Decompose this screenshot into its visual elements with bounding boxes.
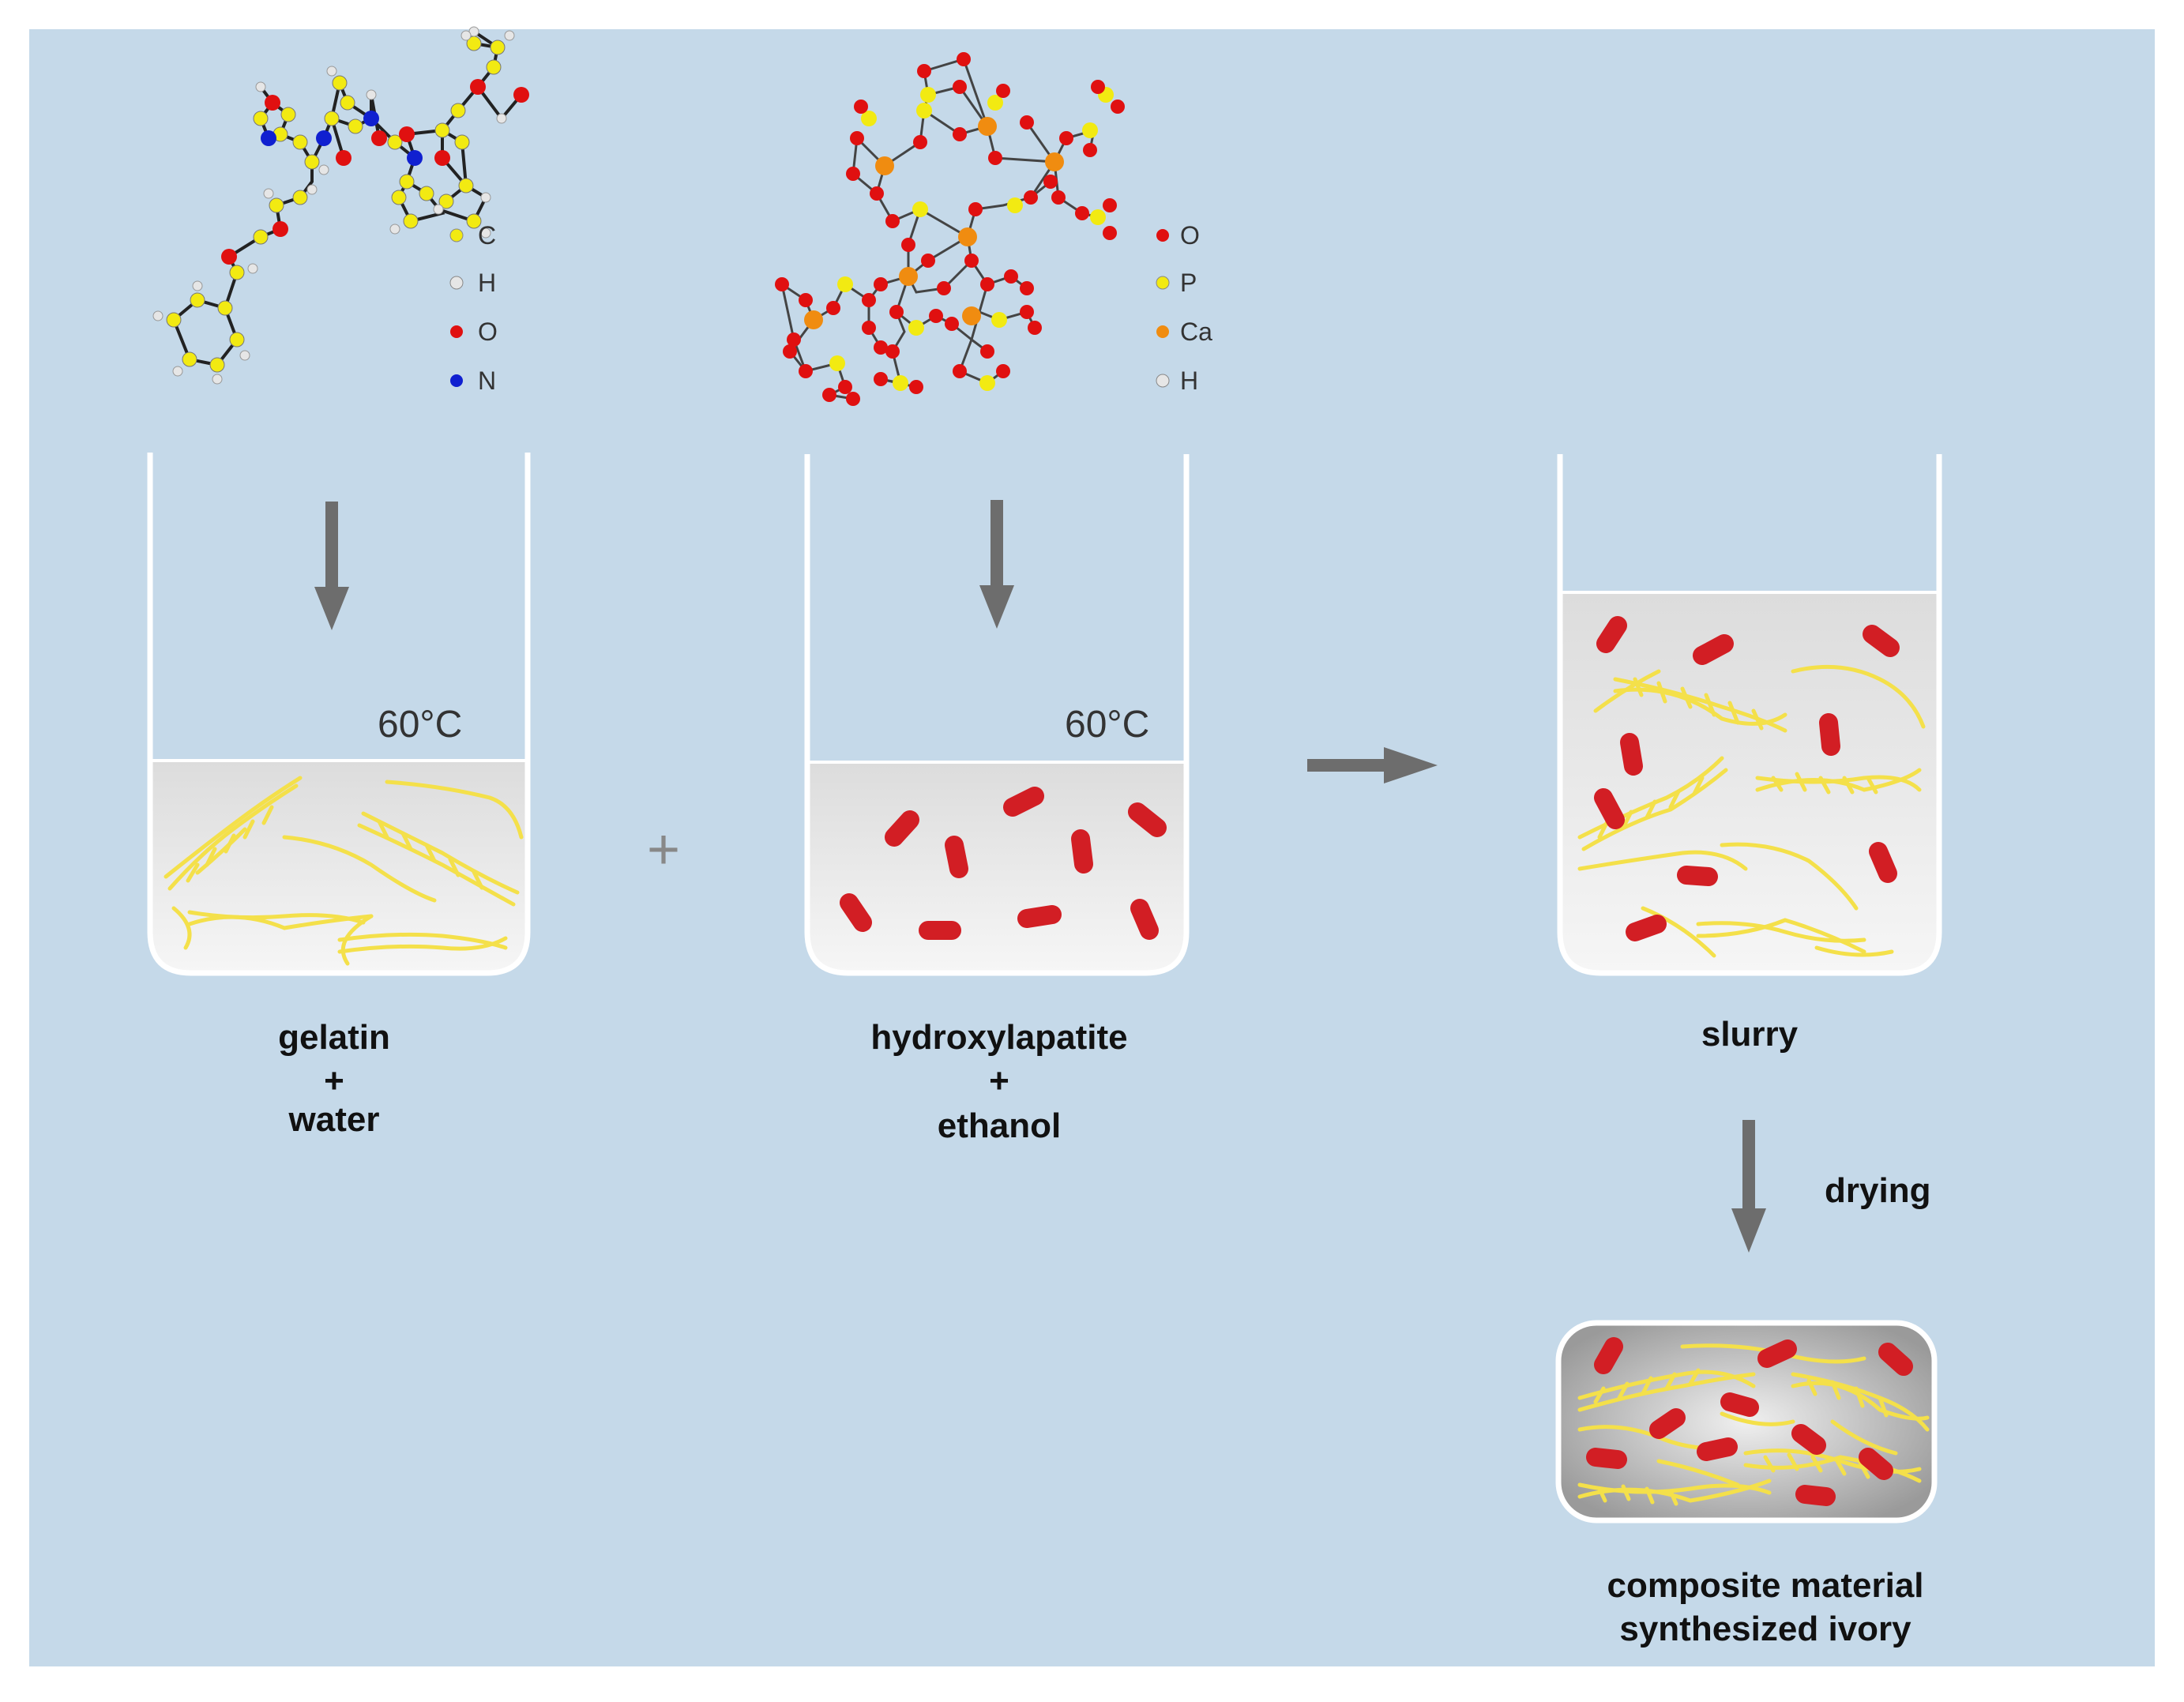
temperature-label: 60°C xyxy=(378,704,462,746)
hydroxylapatite-suspension xyxy=(807,762,1186,973)
legend-item-nitrogen: N xyxy=(450,366,496,395)
legend-item-carbon: C xyxy=(449,221,496,250)
legend-item-hydrogen: H xyxy=(449,269,496,297)
down-arrow-gelatin xyxy=(314,502,349,630)
gelatin-fibers xyxy=(164,776,524,966)
gelatin-label: gelatin xyxy=(278,1018,390,1057)
legend-label: C xyxy=(478,221,496,250)
phosphorus-atom-swatch xyxy=(1156,276,1170,290)
temperature-label: 60°C xyxy=(1065,704,1149,746)
legend-label: N xyxy=(478,366,496,395)
hydroxylapatite-particles xyxy=(1594,616,1900,941)
beaker-slurry xyxy=(1557,454,1942,976)
legend-label: O xyxy=(1180,221,1200,250)
beaker-gelatin xyxy=(147,453,531,976)
hydroxylapatite-particles xyxy=(1586,1337,1913,1506)
legend-item-phosphorus: P xyxy=(1156,269,1197,297)
legend-item-oxygen: O xyxy=(450,317,498,346)
right-arrow-mixing xyxy=(1307,747,1438,783)
legend-label: H xyxy=(478,269,496,297)
legend-item-oxygen: O xyxy=(1156,221,1200,250)
beaker-outline xyxy=(147,453,531,976)
legend-label: Ca xyxy=(1180,317,1212,346)
beaker-hydroxylapatite xyxy=(804,454,1190,976)
hydrogen-atom-swatch xyxy=(449,276,464,290)
oxygen-atom-swatch xyxy=(450,325,463,338)
down-arrow-hydroxylapatite xyxy=(979,500,1014,629)
gelatin-fibers xyxy=(1577,664,1926,958)
carbon-atom-swatch xyxy=(449,228,464,242)
down-arrow-drying xyxy=(1731,1120,1766,1253)
synthesized-ivory-label: synthesized ivory xyxy=(1619,1610,1911,1648)
legend-label: O xyxy=(478,317,498,346)
drying-label: drying xyxy=(1825,1171,1930,1210)
composite-material-block xyxy=(1555,1320,1938,1524)
calcium-atom-swatch xyxy=(1156,325,1169,338)
hydroxylapatite-label: hydroxylapatite xyxy=(870,1018,1127,1057)
hydroxylapatite-particles xyxy=(840,787,1167,940)
legend-label: P xyxy=(1180,269,1197,297)
water-label: water xyxy=(288,1100,380,1139)
slurry-label: slurry xyxy=(1701,1015,1799,1054)
mix-plus-sign: + xyxy=(647,818,680,881)
plus-label: + xyxy=(324,1061,344,1100)
legend-label: H xyxy=(1180,366,1198,395)
hydroxylapatite-legend: O P Ca H xyxy=(1156,221,1212,395)
beaker-outline xyxy=(804,454,1190,976)
oxygen-atom-swatch xyxy=(1156,229,1169,242)
gelatin-legend: C H O N xyxy=(449,221,498,395)
beaker-outline xyxy=(1557,454,1942,976)
hydrogen-atom-swatch xyxy=(1156,374,1170,388)
ethanol-label: ethanol xyxy=(938,1106,1061,1145)
hydroxylapatite-molecule-model xyxy=(775,52,1125,406)
legend-item-calcium: Ca xyxy=(1156,317,1212,346)
composite-material-label: composite material xyxy=(1607,1566,1923,1605)
gelatin-molecule-model xyxy=(152,26,529,385)
plus-label: + xyxy=(989,1061,1009,1100)
nitrogen-atom-swatch xyxy=(450,374,463,387)
legend-item-hydrogen: H xyxy=(1156,366,1198,395)
